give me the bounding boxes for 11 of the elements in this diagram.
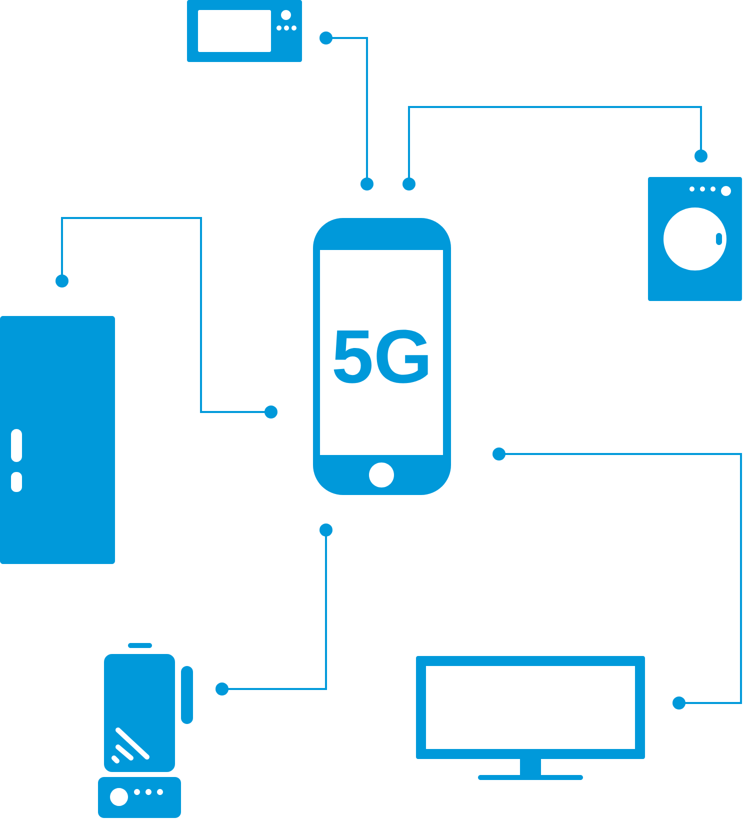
smartphone: 5G: [313, 218, 451, 495]
monitor-icon: [416, 656, 645, 780]
connector-line: [56, 217, 278, 418]
washing-machine-icon: [648, 177, 742, 301]
connector-line: [492, 448, 742, 710]
refrigerator-icon: [0, 316, 115, 564]
connector-line: [320, 32, 374, 190]
microwave-icon: [187, 0, 302, 62]
connector-line: [402, 106, 708, 190]
connector-line: [216, 524, 332, 696]
blender-icon: [98, 643, 193, 818]
